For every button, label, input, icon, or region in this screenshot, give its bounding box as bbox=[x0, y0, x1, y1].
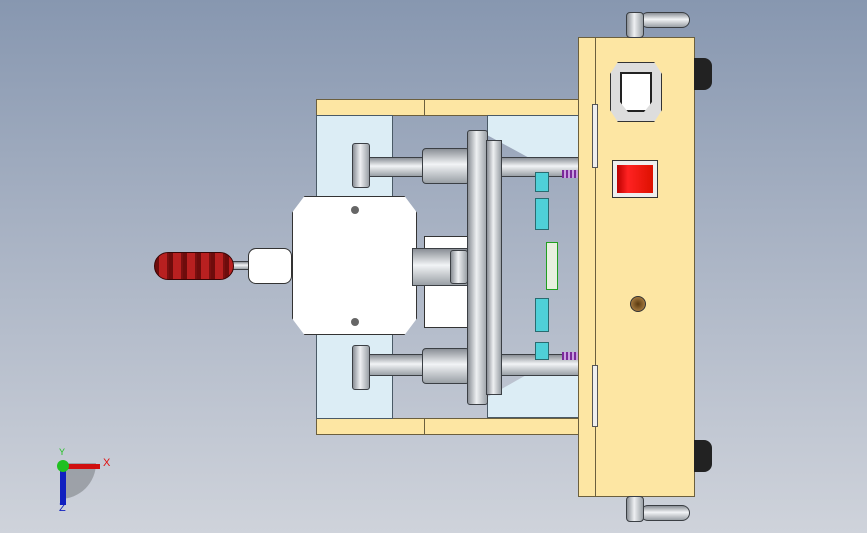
power-socket-inlet bbox=[620, 72, 652, 112]
screw-hole bbox=[351, 318, 359, 326]
plate-flange bbox=[486, 140, 502, 395]
top-rail bbox=[316, 99, 580, 116]
axis-triad: X Y Z bbox=[50, 447, 111, 515]
z-axis-label: Z bbox=[59, 502, 66, 514]
foot-bottom bbox=[694, 440, 712, 472]
y-axis-label: Y bbox=[59, 447, 66, 457]
pcb-board bbox=[546, 242, 558, 290]
screw-hole bbox=[351, 206, 359, 214]
nut-top bbox=[352, 143, 370, 188]
y-axis-origin bbox=[57, 460, 69, 472]
z-axis-arrow bbox=[60, 467, 66, 505]
nut-bottom bbox=[352, 345, 370, 390]
bottom-rail bbox=[316, 418, 580, 435]
carry-handle-top bbox=[640, 12, 690, 28]
switch-rocker bbox=[617, 165, 653, 193]
foot-top bbox=[694, 58, 712, 90]
moving-plate bbox=[467, 130, 488, 405]
bottom-rail-divider bbox=[424, 418, 425, 435]
carry-handle-bottom-post bbox=[626, 496, 644, 522]
housing-edge bbox=[595, 37, 596, 497]
power-switch[interactable] bbox=[612, 160, 658, 198]
fixture-pad bbox=[535, 172, 549, 192]
bushing-bottom bbox=[422, 348, 470, 384]
hinge-bottom bbox=[592, 365, 598, 427]
bushing-top bbox=[422, 148, 470, 184]
fixture-pad bbox=[535, 298, 549, 332]
x-axis-arrow bbox=[62, 464, 100, 469]
carry-handle-top-post bbox=[626, 12, 644, 38]
spring-top bbox=[562, 170, 578, 178]
carry-handle-bottom bbox=[640, 505, 690, 521]
handle-grip[interactable] bbox=[154, 252, 234, 280]
fixture-pad bbox=[535, 198, 549, 230]
spring-bottom bbox=[562, 352, 578, 360]
clamp-block bbox=[292, 196, 417, 335]
handle-clevis bbox=[248, 248, 292, 284]
hinge-top bbox=[592, 104, 598, 168]
x-axis-label: X bbox=[103, 457, 111, 469]
cylinder-nut bbox=[450, 250, 468, 284]
fixture-pad bbox=[535, 342, 549, 360]
housing-hole bbox=[630, 296, 646, 312]
top-rail-divider bbox=[424, 99, 425, 116]
